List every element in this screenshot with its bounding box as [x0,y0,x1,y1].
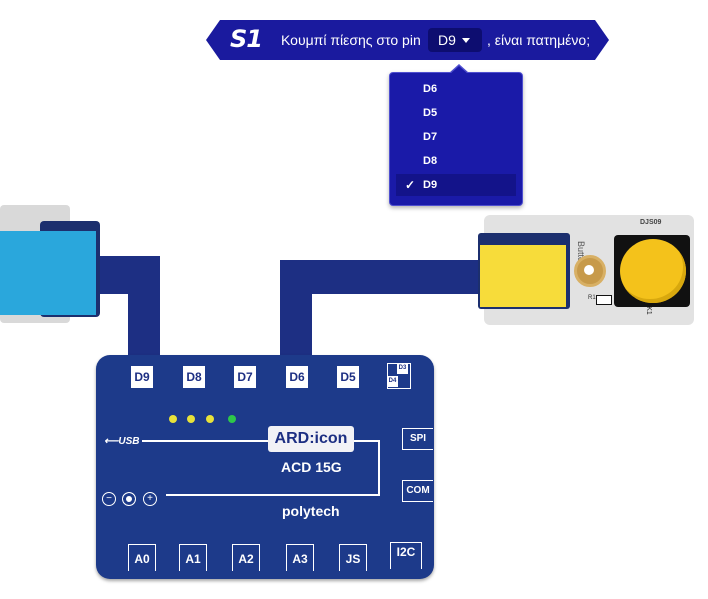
port-d3[interactable]: D3 [397,363,408,374]
block-text-after: , είναι πατημένο; [487,32,591,48]
menu-item-d8[interactable]: D8 [396,150,516,172]
port-a3[interactable]: A3 [286,544,314,571]
board-maker: polytech [282,503,340,519]
led-ring-center [584,265,594,275]
port-d4[interactable]: D4 [387,376,398,387]
led-4 [228,415,236,423]
module-connector-cap [480,245,566,307]
menu-item-label: D5 [423,107,438,119]
button-cap[interactable] [620,239,686,303]
port-com[interactable]: COM [402,480,433,502]
port-i2c[interactable]: I2C [390,542,422,569]
menu-item-label: D9 [423,179,438,191]
check-icon: ✓ [405,178,416,192]
power-jack-icon: − + [102,491,162,507]
port-a1[interactable]: A1 [179,544,207,571]
menu-arrow-fill [450,66,468,74]
menu-item-label: D7 [423,131,438,143]
module-code: DJS09 [640,219,662,226]
menu-item-label: D8 [423,155,438,167]
resistor [596,295,612,305]
usb-icon: ⟵USB [104,436,139,447]
button-module: DJS09 Button R1 K1 [478,215,694,325]
port-spi[interactable]: SPI [402,428,433,450]
port-a0[interactable]: A0 [128,544,156,571]
menu-item-d9[interactable]: ✓ D9 [396,174,516,196]
menu-item-label: D6 [423,83,438,95]
sensor-body [0,231,96,315]
port-d5[interactable]: D5 [337,366,359,388]
board-line-v [378,440,380,495]
led-1 [169,415,177,423]
port-a2[interactable]: A2 [232,544,260,571]
block-text-before: Κουμπί πίεσης στο pin [281,32,421,48]
port-d8[interactable]: D8 [183,366,205,388]
code-block[interactable] [206,20,609,60]
usb-arrow: ⟵ [104,436,119,447]
power-plus: + [143,492,157,506]
led-3 [206,415,214,423]
port-d6[interactable]: D6 [286,366,308,388]
port-d9[interactable]: D9 [131,366,153,388]
menu-item-d6[interactable]: D6 [396,78,516,100]
controller-board [96,355,434,579]
board-line-top [354,440,380,442]
pin-dropdown-menu: D6 D5 D7 D8 ✓ D9 [389,72,523,206]
menu-item-d7[interactable]: D7 [396,126,516,148]
board-brand: ARD:icon [268,426,354,452]
led-2 [187,415,195,423]
sensor-module [0,205,100,323]
board-model: ACD 15G [281,459,342,475]
pin-dropdown-value: D9 [438,32,456,48]
wire-right-horizontal [280,260,490,294]
pin-dropdown[interactable]: D9 [428,28,482,52]
block-badge: S1 [230,25,263,53]
usb-label: USB [118,436,140,447]
usb-line [142,440,270,442]
caret-down-icon [462,38,470,43]
power-center [122,492,136,506]
port-d3-frame [387,363,411,389]
wire-left-vertical [128,256,160,360]
power-minus: − [102,492,116,506]
button-k1-label: K1 [644,306,652,315]
resistor-label: R1 [588,295,596,301]
power-line [166,494,380,496]
menu-item-d5[interactable]: D5 [396,102,516,124]
port-js[interactable]: JS [339,544,367,571]
port-d7[interactable]: D7 [234,366,256,388]
